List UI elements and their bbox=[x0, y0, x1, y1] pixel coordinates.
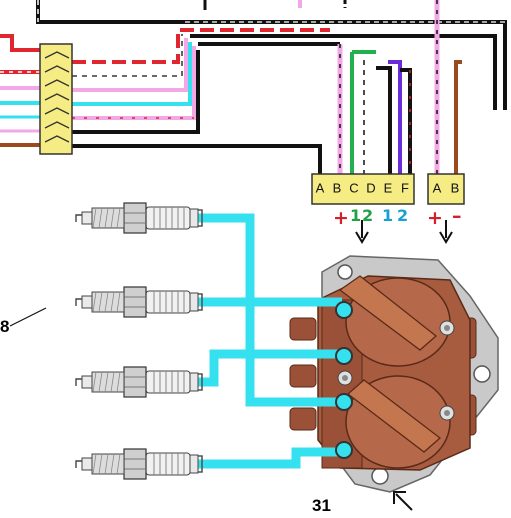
wiring-harness bbox=[0, 0, 507, 178]
pointer-arrow-icon bbox=[393, 491, 413, 511]
spark-plug-icon bbox=[75, 202, 203, 234]
pin-label: D bbox=[366, 180, 375, 195]
pin-label: A bbox=[316, 180, 325, 195]
pin-label: A bbox=[433, 180, 442, 195]
pin-number: 1 bbox=[382, 206, 393, 225]
plus-mark: + bbox=[333, 207, 349, 229]
coil-towers bbox=[335, 301, 353, 459]
coil-connector-6pin: A B C D E F bbox=[311, 173, 415, 205]
arrow-down-icon bbox=[355, 220, 369, 244]
pin-number: 2 bbox=[397, 206, 408, 225]
arrow-down-icon bbox=[439, 220, 453, 244]
leader-line bbox=[9, 307, 47, 327]
coil-connector-2pin: A B bbox=[427, 173, 465, 205]
pin-label: B bbox=[333, 180, 342, 195]
coil-ref-label: 31 bbox=[312, 496, 331, 515]
spark-plug-icon bbox=[75, 366, 203, 398]
pin-number: 2 bbox=[362, 206, 373, 225]
harness-connector bbox=[39, 43, 73, 155]
plus-mark: + bbox=[427, 207, 443, 229]
pin-label: B bbox=[451, 180, 460, 195]
spark-plug-icon bbox=[75, 286, 203, 318]
pin-label: E bbox=[384, 180, 393, 195]
pin-label: F bbox=[401, 180, 409, 195]
high-tension-leads bbox=[184, 213, 342, 469]
spark-plug-icon bbox=[75, 448, 203, 480]
spark-plug-ref-label: 8 bbox=[0, 317, 9, 336]
ignition-coil-module bbox=[289, 255, 499, 493]
pin-number: 1 bbox=[350, 206, 361, 225]
pin-label: C bbox=[349, 180, 358, 195]
minus-mark: – bbox=[452, 205, 462, 227]
